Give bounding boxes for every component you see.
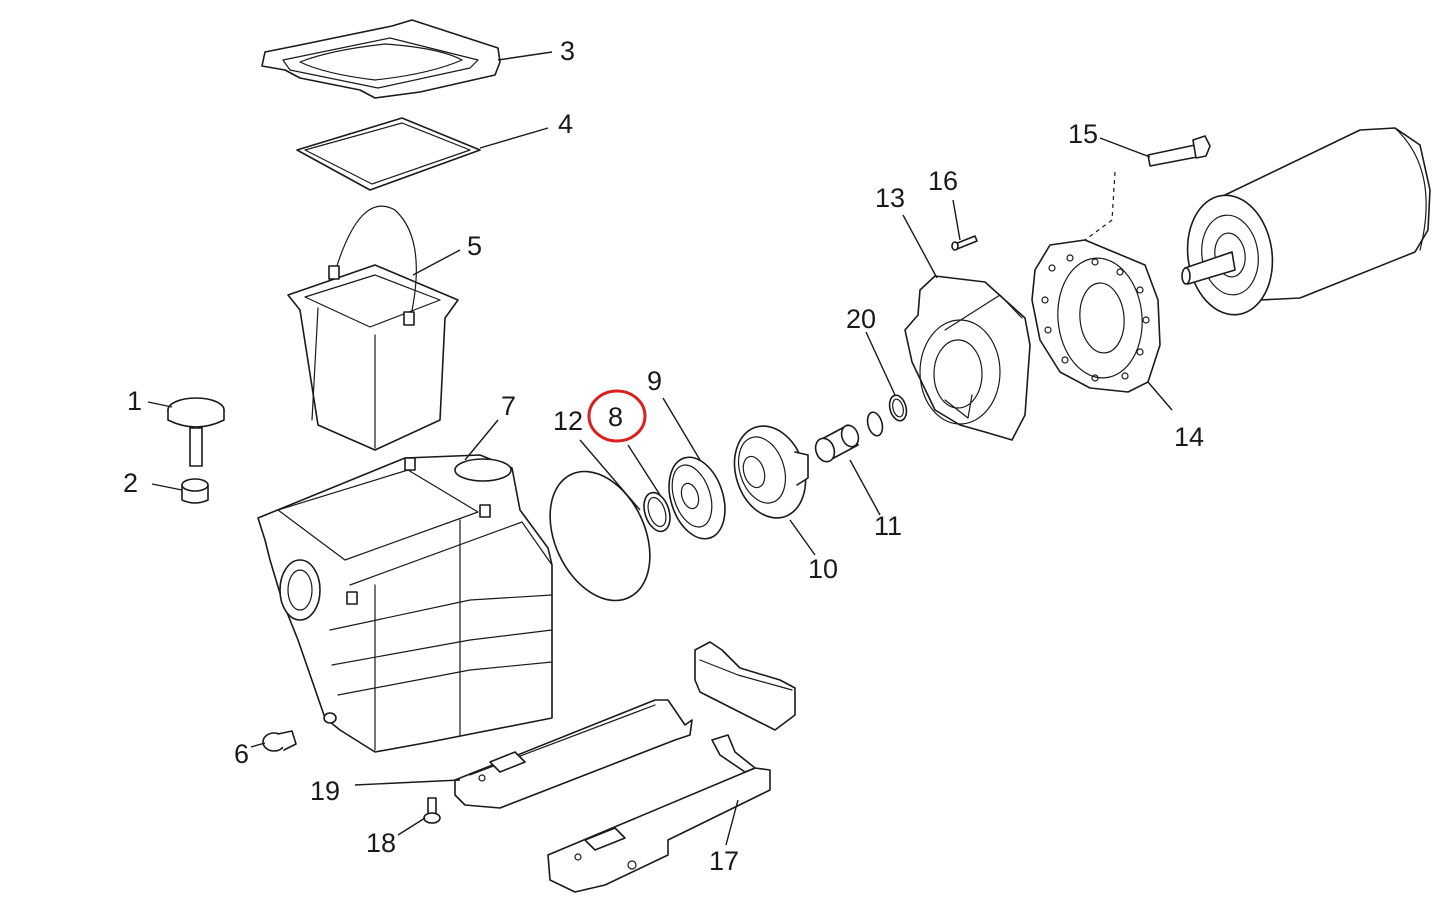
callout-20: 20 [846, 304, 876, 334]
part-14-motor-flange [1031, 239, 1161, 393]
part-7-pump-housing [257, 454, 553, 753]
part-17-base-rail [547, 734, 771, 893]
callout-14: 14 [1174, 422, 1204, 452]
part-12-volute-o-ring [549, 470, 651, 602]
callout-16: 16 [928, 166, 958, 196]
callout-8: 8 [608, 402, 623, 432]
part-1-drain-knob [167, 397, 225, 467]
part-6-drain-plug [262, 730, 297, 752]
callout-6: 6 [234, 739, 249, 769]
leader-lines [147, 51, 1173, 846]
part-2-plug [181, 478, 209, 504]
part-10-impeller [733, 425, 809, 519]
callout-3: 3 [560, 36, 575, 66]
part-18-screw [423, 797, 441, 824]
part-4-lid-gasket [296, 117, 481, 191]
callout-5: 5 [467, 231, 482, 261]
part-15-bolt [1147, 135, 1211, 167]
callout-10: 10 [808, 554, 838, 584]
callout-1: 1 [127, 386, 142, 416]
part-16-screw [951, 235, 978, 251]
part-13-seal-plate [904, 275, 1031, 441]
part-20-o-rings [866, 394, 908, 437]
motor-body [1181, 127, 1431, 316]
callout-18: 18 [366, 828, 396, 858]
callout-7: 7 [501, 391, 516, 421]
callout-2: 2 [123, 468, 138, 498]
part-19-base-rail [454, 699, 693, 809]
part-3-strainer-cover [261, 19, 501, 99]
callout-12: 12 [553, 406, 583, 436]
callout-15: 15 [1068, 119, 1098, 149]
callout-13: 13 [875, 183, 905, 213]
part-8-o-ring [643, 491, 671, 533]
callout-4: 4 [558, 109, 573, 139]
part-5-strainer-basket [287, 205, 459, 451]
highlight-circle [587, 389, 647, 443]
callout-19: 19 [310, 776, 340, 806]
motor-support-bracket [694, 641, 796, 731]
callout-11: 11 [874, 511, 902, 541]
callout-9: 9 [647, 366, 662, 396]
part-11-shaft-seal [814, 424, 860, 463]
callout-17: 17 [709, 846, 739, 876]
part-9-diffuser [668, 456, 726, 540]
